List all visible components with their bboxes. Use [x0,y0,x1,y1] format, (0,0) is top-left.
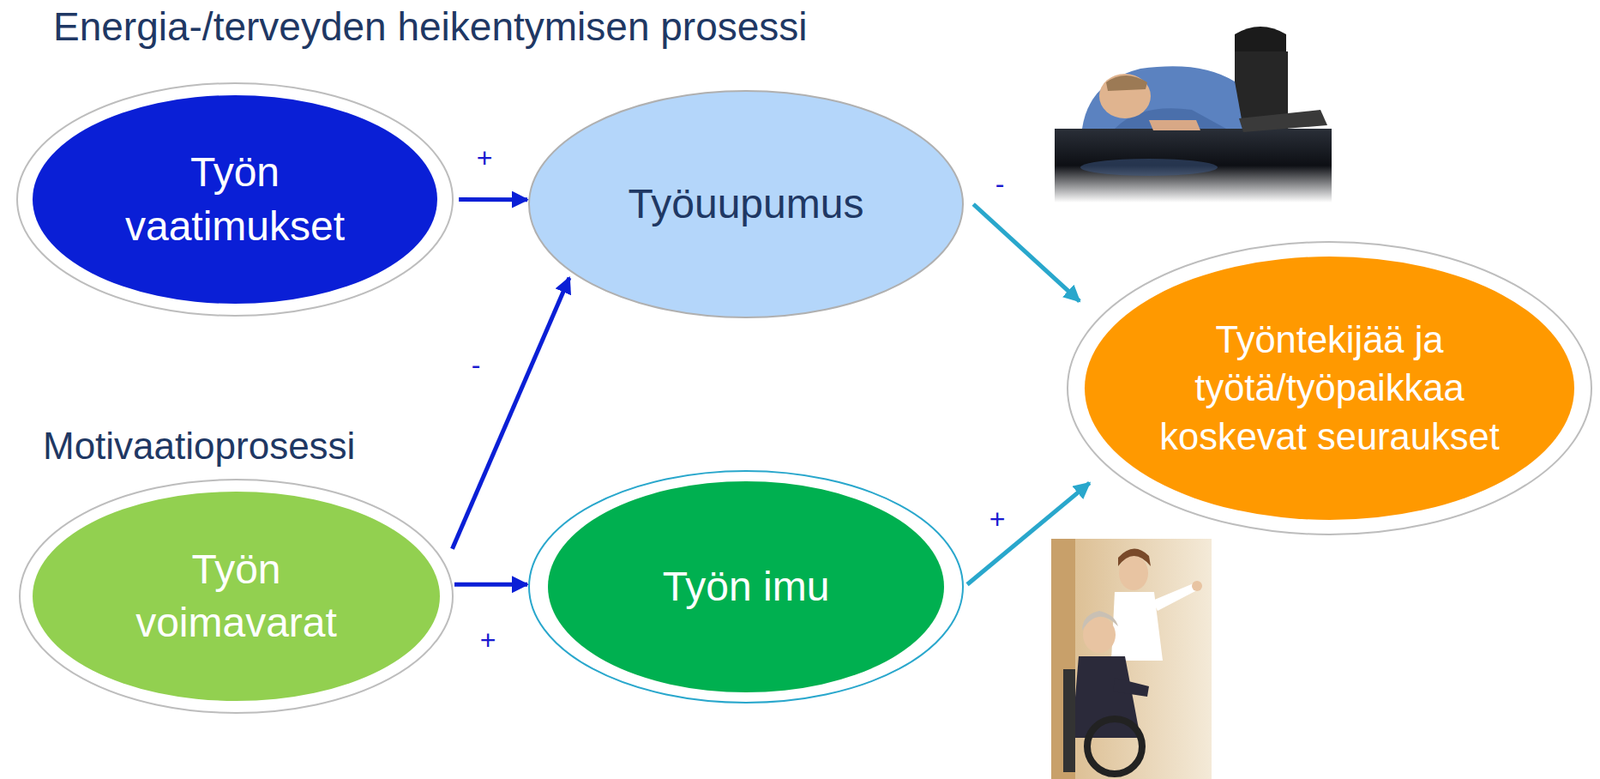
node-label: Työn vaatimukset [106,145,364,253]
node-text-column: Työn vaatimukset [106,145,364,253]
ellipse-node: Työuupumus [527,89,965,319]
ellipse-outline [18,477,455,715]
ellipse-fill [547,481,945,692]
care-worker-photo [1051,538,1212,779]
section-heading: Motivaatioprosessi [42,423,355,470]
outer-ring [17,83,453,316]
edge-sign: + [477,625,500,654]
node-text-area: Työn imu [527,469,965,704]
ellipse-fill [529,90,963,318]
outer-ring [529,470,963,703]
ellipse-node: Työn vaatimukset [15,81,455,318]
ellipse-fill [32,95,438,304]
edge-sign: + [986,505,1009,533]
ellipse-outline [15,81,455,318]
ellipse-node: Työn imu [527,469,965,704]
edge-sign: + [474,144,496,172]
node-text-area: Työn vaatimukset [15,81,455,318]
node-label: Työntekijää ja työtä/työpaikkaa koskevat… [1158,315,1502,462]
tired-worker-photo [1051,15,1332,203]
outer-ring [19,479,453,713]
section-heading: Energia-/terveyden heikentymisen prosess… [53,3,808,51]
node-text-area: Työntekijää ja työtä/työpaikkaa koskevat… [1065,240,1594,536]
edge-sign: - [992,169,1008,198]
arrow-connector [967,482,1090,584]
outer-ring [1067,241,1592,535]
node-label: Työn voimavarat [108,542,366,650]
node-text-column: Työntekijää ja työtä/työpaikkaa koskevat… [1158,315,1502,462]
node-text-area: Työuupumus [527,89,965,319]
ellipse-node: Työn voimavarat [18,477,455,715]
node-text-area: Työn voimavarat [18,477,455,715]
arrow-connector [451,277,570,549]
ellipse-node: Työntekijää ja työtä/työpaikkaa koskevat… [1065,240,1594,536]
ellipse-fill [32,491,440,701]
ellipse-fill [1084,256,1575,520]
arrow-connector [973,204,1080,301]
node-label: Työn imu [662,559,831,614]
edge-sign: - [469,350,484,379]
node-text-column: Työuupumus [628,177,865,231]
arrow-connector [454,582,528,587]
node-text-column: Työn voimavarat [108,542,366,650]
node-label: Työuupumus [628,177,865,231]
arrow-connector [458,197,528,202]
node-text-column: Työn imu [662,559,831,614]
